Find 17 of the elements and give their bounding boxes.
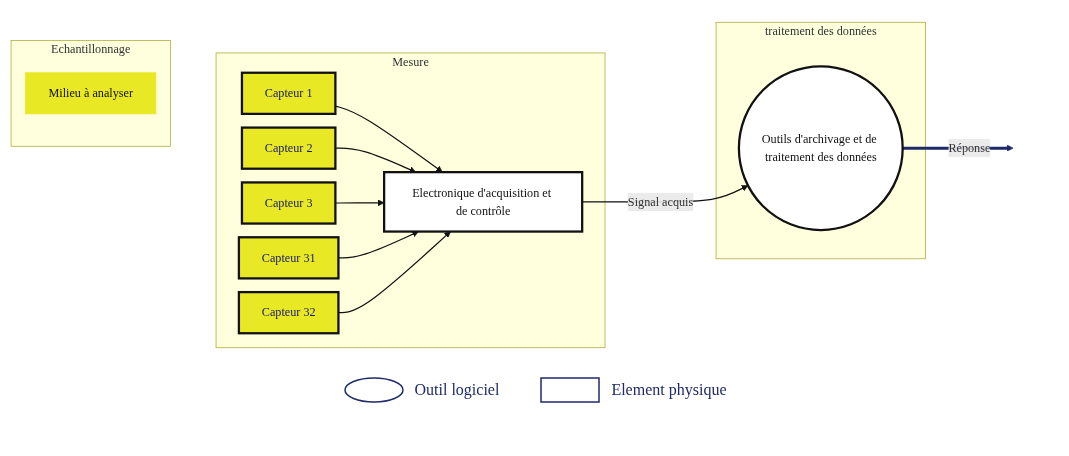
node-box: Capteur 31 [237,236,340,280]
arrow [334,199,384,207]
arrow [337,231,451,314]
edge-label: Réponse [947,141,990,155]
arrow [334,105,443,173]
node-box: Capteur 1 [240,71,337,116]
node-box: Capteur 3 [240,181,337,225]
arrow [334,147,416,173]
node-box: Capteur 32 [237,290,340,335]
node-box: Milieu à analyser [24,72,156,115]
legend-text: Element physique [611,381,727,399]
node-box: Capteur 2 [240,126,337,170]
node-circle: Outils d'archivage et de traitement des données [737,65,904,232]
arrow [337,231,419,259]
edge-label: Signal acquis [627,195,693,208]
legend-text: Outil logiciel [414,381,500,399]
node-box: Electronique d'acquisition et de contrôle [382,171,583,233]
